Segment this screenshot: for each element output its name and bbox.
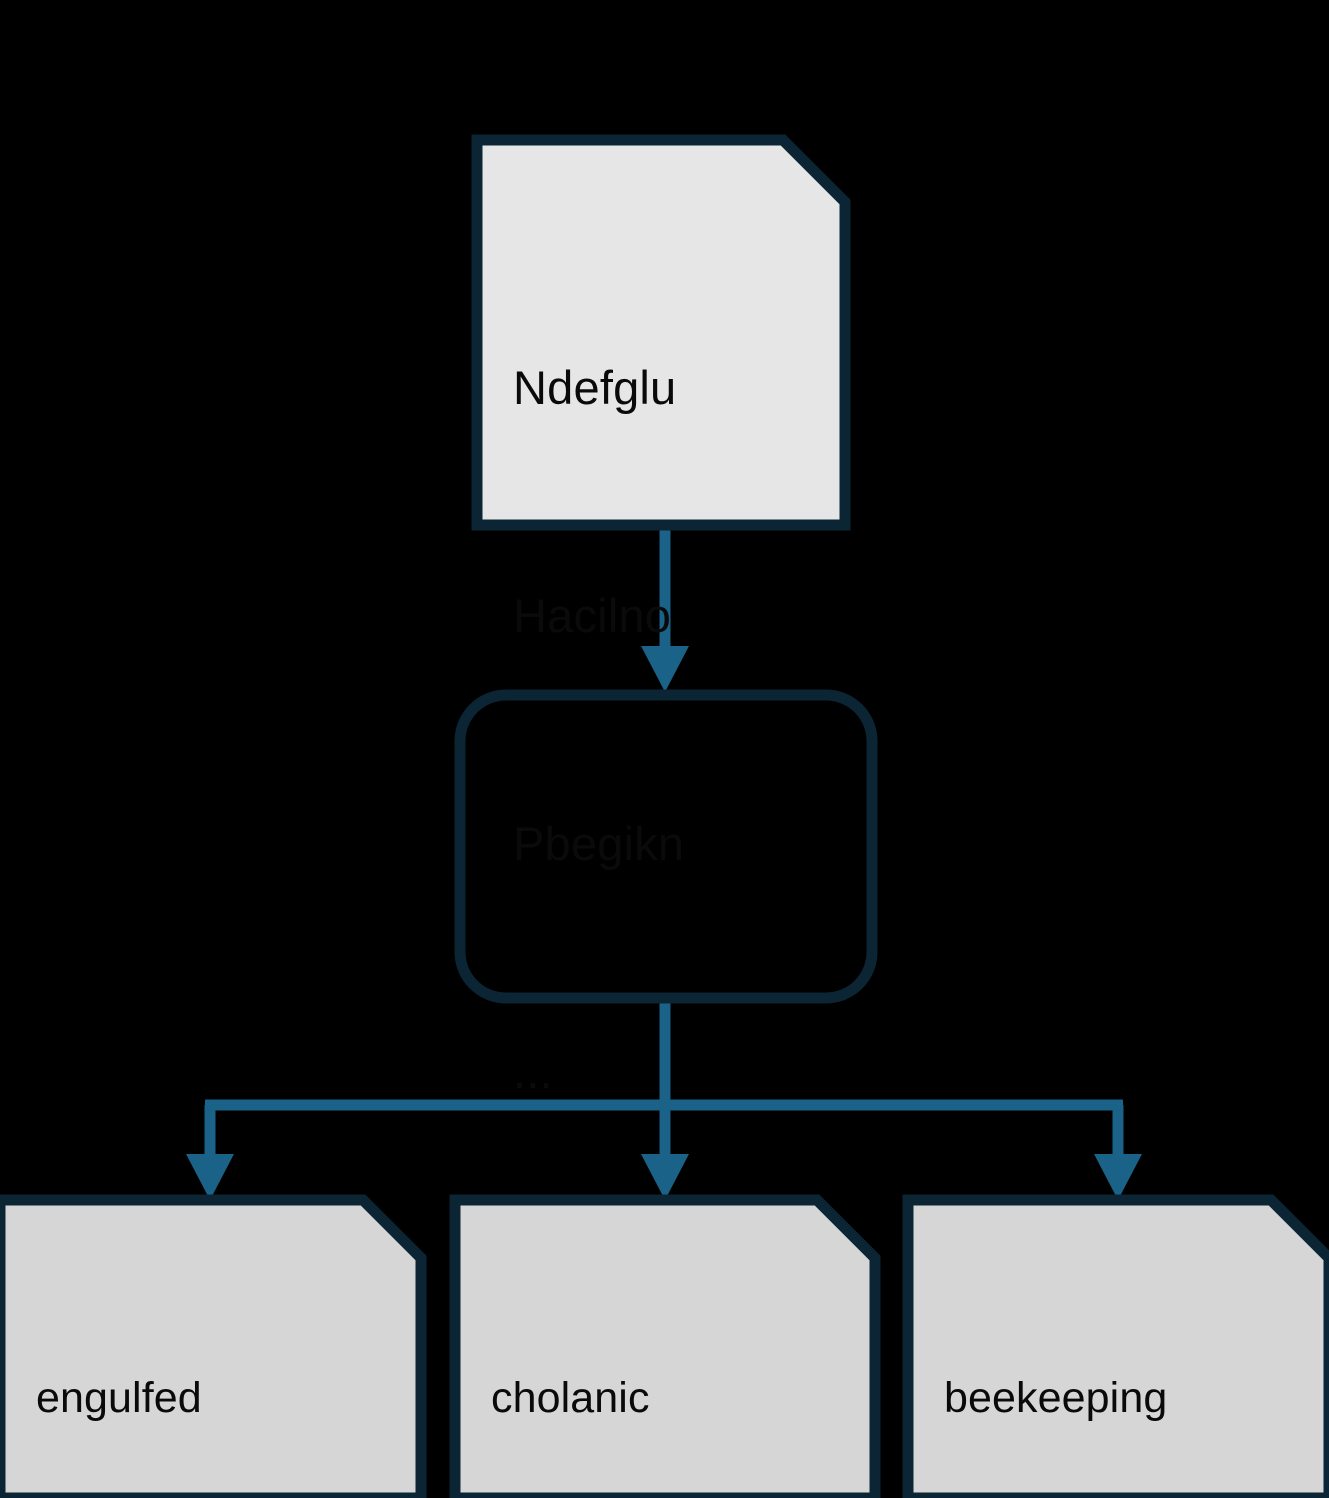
connector-process-to-leaf-1-arrowhead xyxy=(641,1154,689,1200)
node-process-shape[interactable] xyxy=(454,689,878,1004)
node-leaf-1-shape[interactable] xyxy=(449,1194,881,1498)
connector-process-to-leaf-2 xyxy=(1094,1105,1142,1200)
node-leaf-0-shape[interactable] xyxy=(0,1194,427,1498)
connector-process-to-leaf-1 xyxy=(641,1105,689,1200)
connector-process-to-leaf-0-arrowhead xyxy=(186,1154,234,1200)
connector-process-to-leaf-2-arrowhead xyxy=(1094,1154,1142,1200)
connector-process-to-leaf-0 xyxy=(186,1105,234,1200)
node-leaf-2-shape[interactable] xyxy=(902,1194,1329,1498)
connector-root-to-process xyxy=(641,520,689,692)
connector-group xyxy=(186,520,1142,1200)
node-root-shape[interactable] xyxy=(471,134,851,531)
connector-root-to-process-arrowhead xyxy=(641,646,689,692)
